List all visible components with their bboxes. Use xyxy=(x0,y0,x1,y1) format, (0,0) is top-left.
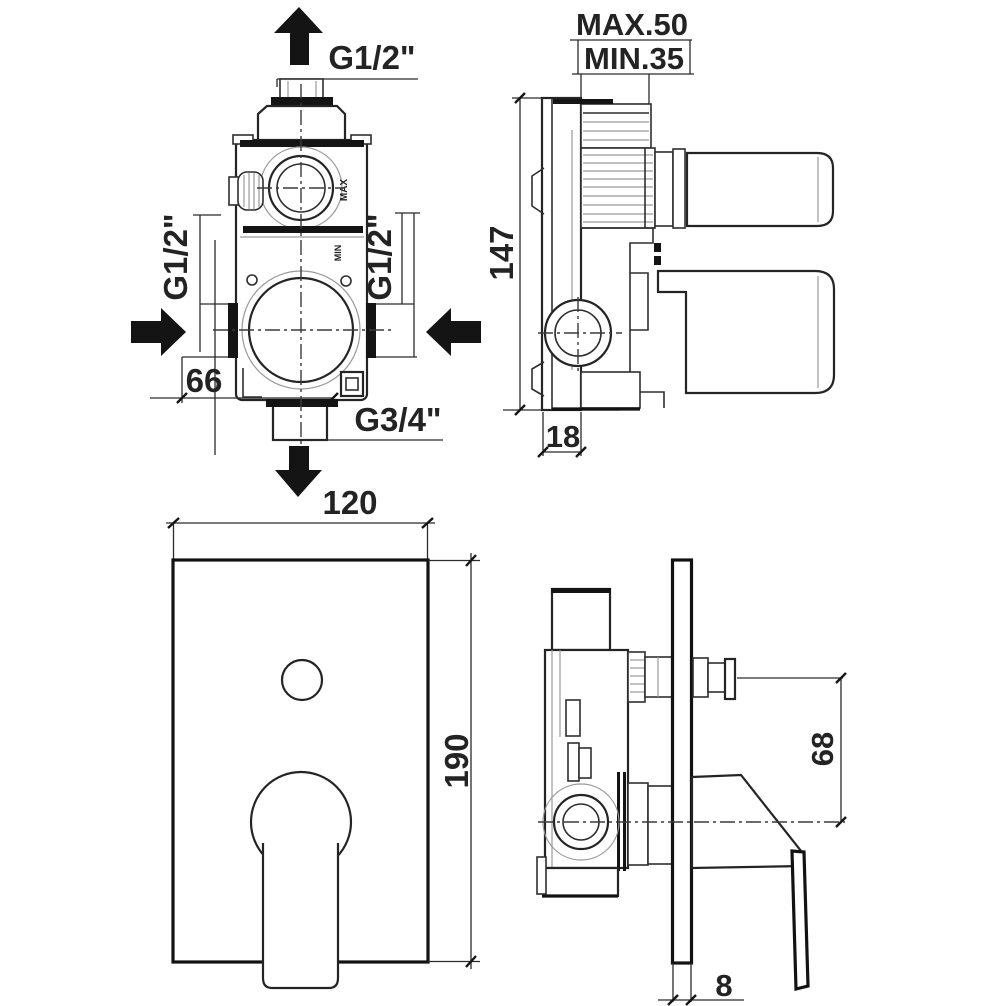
valve-side-view: MAX.50 MIN.35 147 xyxy=(483,7,836,458)
dim-label-min-depth: MIN.35 xyxy=(584,41,684,76)
screw-hole-left xyxy=(246,274,258,286)
mount-tab-top xyxy=(531,167,545,215)
port-label-bottom: G3/4" xyxy=(354,401,441,438)
screw-hole-right xyxy=(340,275,352,287)
handle-hub-side xyxy=(552,793,610,851)
flow-arrow-left-inlet-icon xyxy=(131,308,186,356)
cartridge-marking-lower: MIN xyxy=(333,245,343,262)
dim-label-66: 66 xyxy=(186,362,223,399)
dim-label-120: 120 xyxy=(322,484,377,521)
mount-tab-bottom xyxy=(531,361,545,397)
port-label-left: G1/2" xyxy=(157,213,194,300)
riser-pipe xyxy=(550,587,612,652)
dim-label-147: 147 xyxy=(483,225,520,280)
port-label-right: G1/2" xyxy=(361,213,398,300)
top-flange xyxy=(271,97,333,106)
flow-arrow-right-inlet-icon xyxy=(426,308,481,356)
dim-label-8: 8 xyxy=(715,968,732,1003)
plate-front-view: 120 190 xyxy=(166,484,480,990)
body-top-band xyxy=(240,140,364,147)
flow-arrow-down-icon xyxy=(275,446,322,497)
dim-label-68: 68 xyxy=(805,732,840,766)
outlet-socket-bottom xyxy=(656,269,836,395)
dim-label-max-depth: MAX.50 xyxy=(576,7,688,42)
dim-label-18: 18 xyxy=(546,419,580,454)
dim-label-190: 190 xyxy=(438,733,475,788)
bottom-fitting xyxy=(271,401,329,442)
valve-front-view: G1/2" MAX MIN xyxy=(131,7,481,497)
cartridge-marking-upper: MAX xyxy=(339,179,350,202)
installed-side-view: 68 8 xyxy=(536,558,847,1006)
side-knob xyxy=(228,171,264,211)
diverter-button xyxy=(280,658,324,702)
wall-plate-side xyxy=(670,558,694,965)
retainer-clip xyxy=(339,370,365,398)
port-label-top: G1/2" xyxy=(328,39,415,76)
flow-arrow-up-icon xyxy=(274,7,323,65)
handle-blade xyxy=(790,849,810,992)
outlet-socket-top xyxy=(685,151,835,228)
handle-lever xyxy=(261,843,340,990)
cartridge-stem xyxy=(580,147,656,229)
wall-plate xyxy=(171,558,430,964)
diverter-button-side xyxy=(692,657,737,701)
body-divider-band xyxy=(243,226,363,233)
